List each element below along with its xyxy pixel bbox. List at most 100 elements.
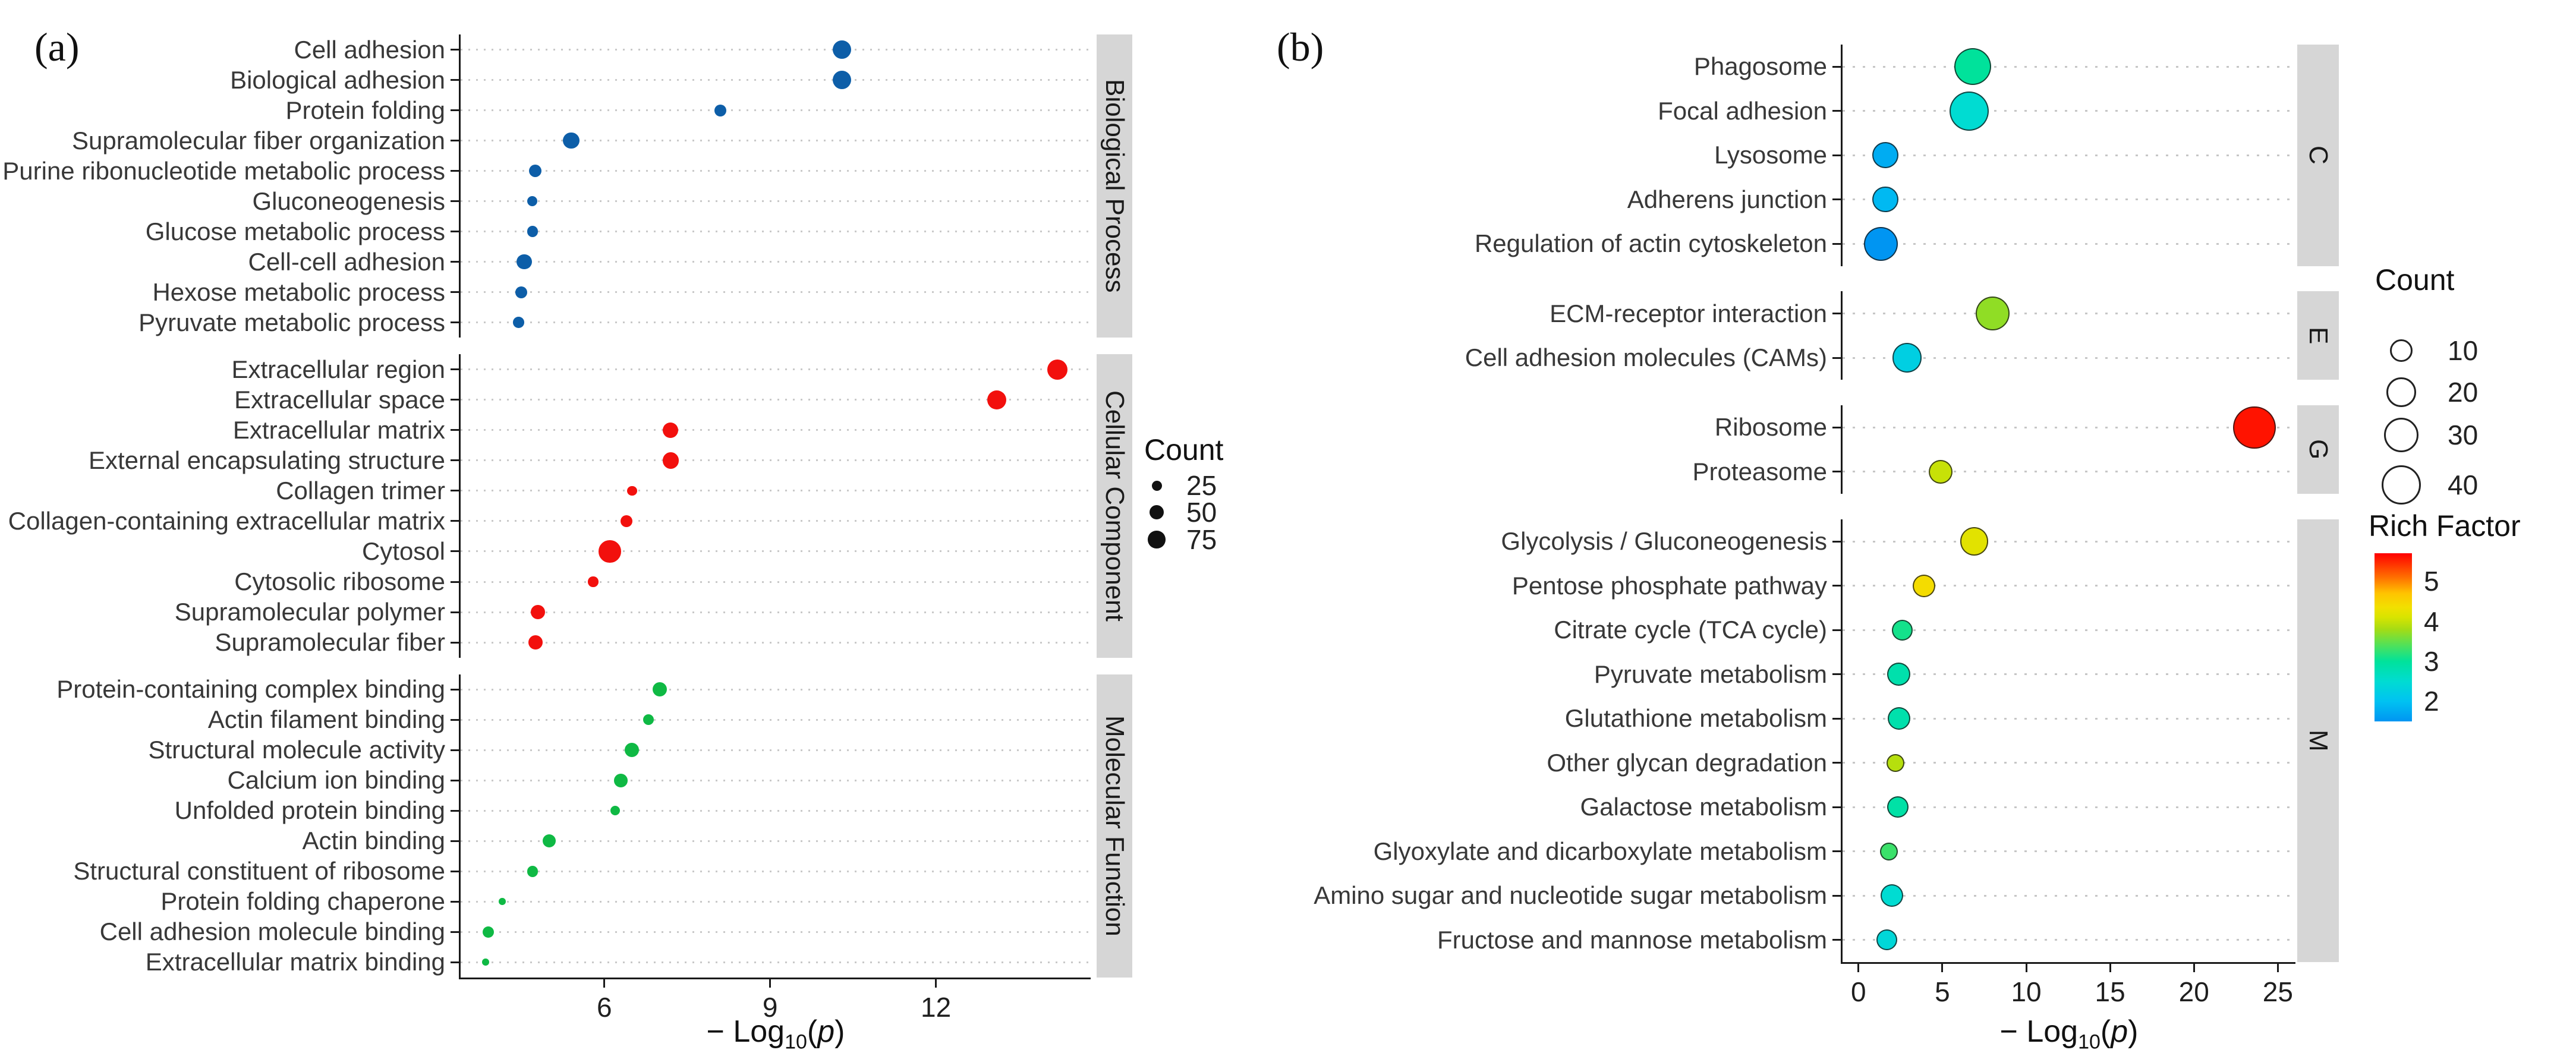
y-tick — [1832, 471, 1841, 473]
x-tick-label: 25 — [2262, 976, 2293, 1007]
data-point-dot — [1887, 707, 1910, 730]
gridline — [461, 931, 1091, 933]
y-tick — [451, 718, 459, 721]
data-point-dot — [1891, 619, 1913, 641]
data-point-dot — [2233, 406, 2276, 449]
data-point-dot — [1928, 459, 1953, 484]
y-tick — [451, 870, 459, 872]
gridline — [461, 490, 1091, 492]
y-tick — [1832, 673, 1841, 676]
gridline — [461, 779, 1091, 781]
y-axis-label: Ribosome — [1714, 413, 1827, 442]
data-point-dot — [599, 540, 621, 563]
gridline — [1843, 242, 2295, 245]
y-tick — [451, 49, 459, 51]
y-axis-label: Collagen trimer — [276, 476, 445, 505]
gridline — [461, 809, 1091, 812]
gridline — [461, 49, 1091, 51]
x-tick — [935, 979, 937, 988]
y-axis-label: Extracellular space — [234, 385, 445, 414]
data-point-dot — [1892, 343, 1922, 373]
facet-strip: G — [2297, 405, 2339, 494]
data-point-dot — [481, 959, 489, 966]
gridline — [461, 321, 1091, 324]
y-axis-label: Adherens junction — [1627, 185, 1827, 213]
gridline — [1843, 850, 2295, 853]
x-tick-label: 20 — [2178, 976, 2209, 1007]
data-point-dot — [1864, 226, 1898, 261]
y-tick — [1832, 313, 1841, 315]
y-tick — [1832, 762, 1841, 764]
y-axis-label: Supramolecular fiber — [215, 628, 445, 657]
data-point-dot — [531, 605, 546, 620]
y-tick — [451, 490, 459, 492]
data-point-dot — [1960, 527, 1989, 556]
x-axis-title: − Log10(p) — [1999, 1014, 2139, 1053]
y-tick — [451, 170, 459, 172]
gridline — [1843, 894, 2295, 897]
y-tick — [451, 140, 459, 142]
gridline — [461, 870, 1091, 872]
y-axis-line — [459, 674, 461, 978]
data-point-dot — [588, 576, 599, 587]
x-tick — [1941, 963, 1944, 972]
gridline — [461, 718, 1091, 721]
y-tick — [1832, 110, 1841, 112]
x-tick-label: 12 — [921, 991, 952, 1023]
gridline — [1843, 198, 2295, 201]
gridline — [1843, 939, 2295, 941]
x-tick — [769, 979, 771, 988]
y-tick — [451, 900, 459, 903]
gridline — [1843, 540, 2295, 543]
y-axis-label: Amino sugar and nucleotide sugar metabol… — [1314, 881, 1827, 910]
data-point-dot — [626, 485, 637, 496]
rich-factor-tick-label: 4 — [2424, 606, 2439, 637]
y-tick — [451, 961, 459, 963]
y-tick — [1832, 426, 1841, 428]
rich-factor-legend-title: Rich Factor — [2369, 509, 2521, 543]
y-tick — [1832, 154, 1841, 156]
gridline — [1843, 673, 2295, 676]
y-tick — [451, 688, 459, 691]
x-axis-line — [459, 977, 1091, 979]
y-tick — [451, 291, 459, 294]
data-point-dot — [517, 254, 532, 270]
data-point-dot — [1887, 796, 1909, 818]
data-point-dot — [714, 104, 727, 116]
y-tick — [451, 399, 459, 401]
x-tick — [1857, 963, 1860, 972]
y-axis-label: Citrate cycle (TCA cycle) — [1554, 616, 1827, 644]
data-point-dot — [662, 452, 679, 469]
count-legend-dot — [1151, 480, 1162, 491]
count-legend-label: 10 — [2448, 335, 2479, 366]
data-point-dot — [643, 714, 654, 726]
y-axis-label: Fructose and mannose metabolism — [1437, 925, 1827, 954]
y-axis-label: Cell adhesion molecules (CAMs) — [1465, 343, 1827, 372]
gridline — [461, 429, 1091, 431]
y-tick — [451, 840, 459, 842]
y-axis-label: Glucose metabolic process — [145, 217, 445, 245]
x-axis-line — [1841, 961, 2295, 964]
x-tick — [2276, 963, 2279, 972]
gridline — [461, 749, 1091, 751]
data-point-dot — [563, 132, 580, 149]
gridline — [461, 200, 1091, 203]
gridline — [461, 688, 1091, 691]
gridline — [461, 961, 1091, 963]
data-point-dot — [482, 926, 495, 938]
y-tick — [451, 231, 459, 233]
data-point-dot — [528, 635, 543, 650]
gridline — [1843, 154, 2295, 156]
y-axis-label: Cell adhesion — [294, 35, 445, 64]
x-tick-label: 9 — [762, 991, 778, 1023]
data-point-dot — [513, 317, 524, 329]
facet-strip-label: Molecular Function — [1100, 715, 1129, 937]
y-axis-label: Pentose phosphate pathway — [1511, 571, 1827, 600]
x-tick — [2193, 963, 2195, 972]
data-point-dot — [1872, 187, 1898, 213]
y-axis-label: Glutathione metabolism — [1564, 704, 1827, 733]
facet-strip: C — [2297, 45, 2339, 266]
gridline — [461, 291, 1091, 294]
y-axis-label: Glyoxylate and dicarboxylate metabolism — [1373, 837, 1827, 865]
gridline — [1843, 717, 2295, 720]
